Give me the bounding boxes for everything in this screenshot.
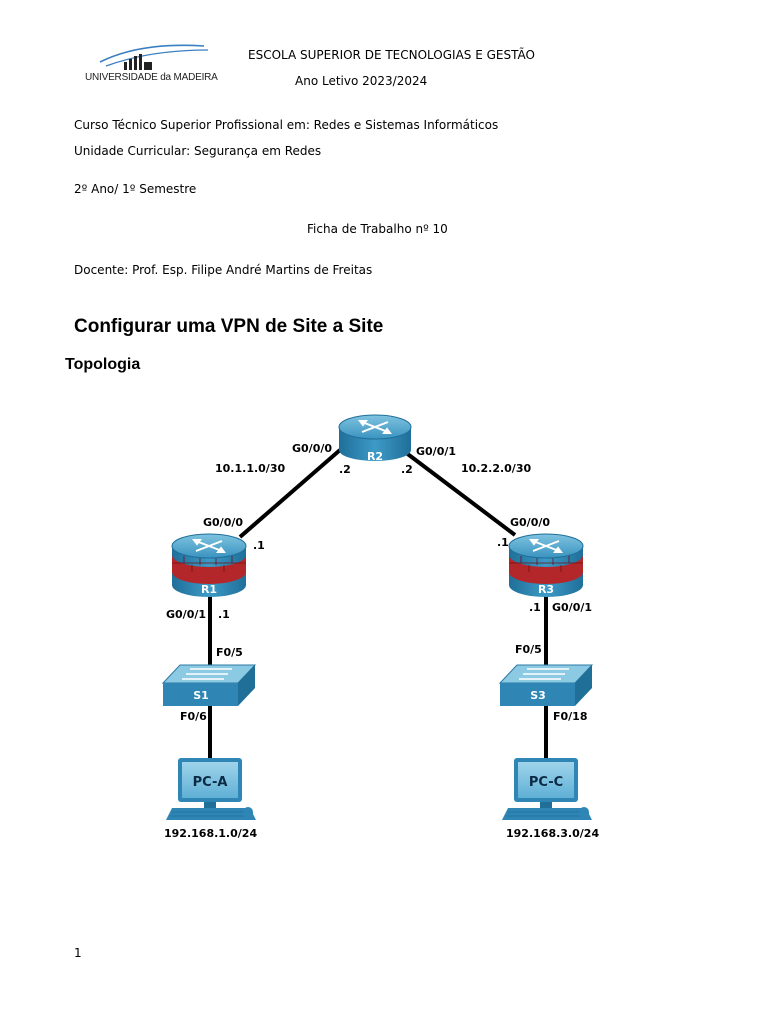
r2-label: R2 xyxy=(367,450,383,463)
page-title: Configurar uma VPN de Site a Site xyxy=(74,316,384,337)
section-heading: Topologia xyxy=(65,356,141,373)
r3-g000-label: G0/0/0 xyxy=(510,516,550,529)
net-left-label: 10.1.1.0/30 xyxy=(215,462,285,475)
r1-label: R1 xyxy=(201,583,217,596)
switch-s3: S3 xyxy=(498,664,594,706)
pc-c-label: PC-C xyxy=(529,775,563,790)
pc-c: PC-C xyxy=(502,758,592,820)
r3-g001-label: G0/0/1 xyxy=(552,601,592,614)
r3-label: R3 xyxy=(538,583,554,596)
router-r2: R2 xyxy=(338,414,412,463)
logo-emblem-icon xyxy=(99,44,209,70)
net-right-label: 10.2.2.0/30 xyxy=(461,462,531,475)
r2-g001-label: G0/0/1 xyxy=(416,445,456,458)
s1-f06-label: F0/6 xyxy=(180,710,207,723)
link-r1-r2 xyxy=(238,448,342,539)
r1-g001-label: G0/0/1 xyxy=(166,608,206,621)
switch-s1: S1 xyxy=(161,664,257,706)
link-r2-r3 xyxy=(403,450,517,537)
s3-f018-label: F0/18 xyxy=(553,710,588,723)
university-logo: UNIVERSIDADE da MADEIRA xyxy=(80,40,220,90)
logo-text: UNIVERSIDADE da MADEIRA xyxy=(85,72,218,83)
s1-f05-label: F0/5 xyxy=(216,646,243,659)
r1-g001-ip: .1 xyxy=(218,608,230,621)
lan-left-label: 192.168.1.0/24 xyxy=(164,827,257,840)
pc-a-label: PC-A xyxy=(193,775,228,790)
s3-label: S3 xyxy=(530,689,546,702)
academic-year: Ano Letivo 2023/2024 xyxy=(295,74,428,88)
lan-right-label: 192.168.3.0/24 xyxy=(506,827,599,840)
r1-g000-label: G0/0/0 xyxy=(203,516,243,529)
r3-g001-ip: .1 xyxy=(529,601,541,614)
course-line: Curso Técnico Superior Profissional em: … xyxy=(74,118,499,132)
teacher-line: Docente: Prof. Esp. Filipe André Martins… xyxy=(74,263,373,277)
r3-g000-ip: .1 xyxy=(497,536,509,549)
r2-left-ip: .2 xyxy=(339,463,351,476)
r2-g000-label: G0/0/0 xyxy=(292,442,332,455)
unit-line: Unidade Curricular: Segurança em Redes xyxy=(74,144,322,158)
router-r3: R3 xyxy=(508,533,584,597)
page-number: 1 xyxy=(74,946,82,960)
worksheet-line: Ficha de Trabalho nº 10 xyxy=(307,222,448,236)
pc-a: PC-A xyxy=(166,758,256,820)
school-name: ESCOLA SUPERIOR DE TECNOLOGIAS E GESTÃO xyxy=(248,48,535,62)
r2-right-ip: .2 xyxy=(401,463,413,476)
s1-label: S1 xyxy=(193,689,209,702)
router-r1: R1 xyxy=(171,533,247,597)
r1-g000-ip: .1 xyxy=(253,539,265,552)
s3-f05-label: F0/5 xyxy=(515,643,542,656)
semester-line: 2º Ano/ 1º Semestre xyxy=(74,182,197,196)
